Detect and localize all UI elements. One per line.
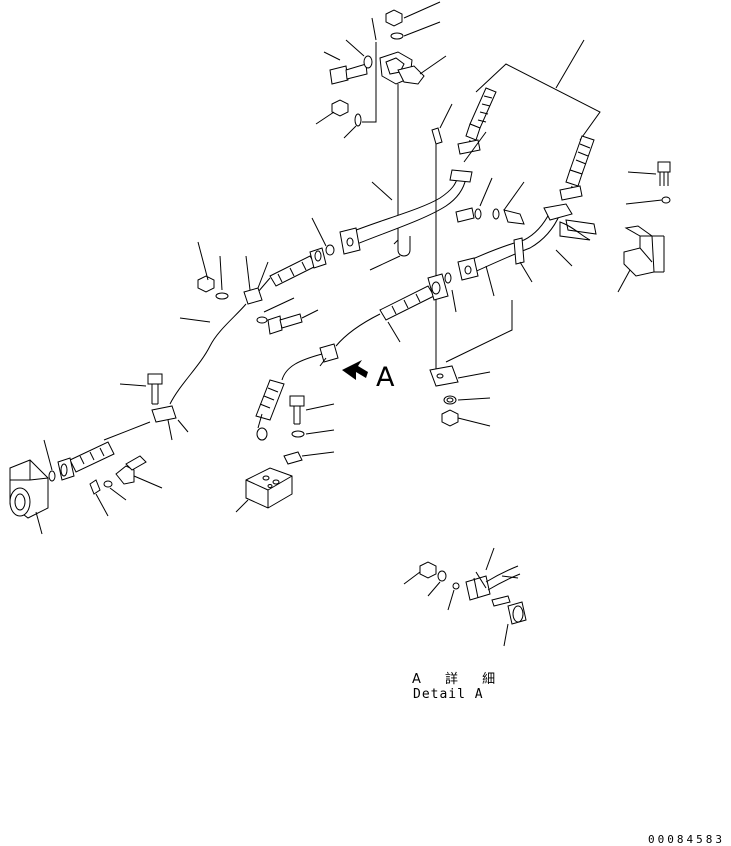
valve-block <box>235 395 335 513</box>
bracket-clamp-top <box>315 1 447 238</box>
detail-caption-english: Detail A <box>413 687 484 702</box>
hose-main-left <box>103 303 247 441</box>
view-marker-label: A <box>376 362 395 393</box>
detail-a-assembly <box>403 547 527 647</box>
drawing-number: 00084583 <box>648 833 725 846</box>
clip-small-top <box>431 103 453 145</box>
hose-fittings-top-right <box>457 39 601 201</box>
view-arrow <box>342 360 368 380</box>
detail-caption-japanese: A 詳 細 <box>412 672 506 687</box>
elbow-fitting-left <box>9 439 163 535</box>
hose-center <box>197 241 457 441</box>
pipe-upper <box>311 131 487 271</box>
pipe-lower <box>455 177 597 297</box>
bracket-right <box>617 161 671 293</box>
clamp-vertical-center <box>429 144 513 427</box>
